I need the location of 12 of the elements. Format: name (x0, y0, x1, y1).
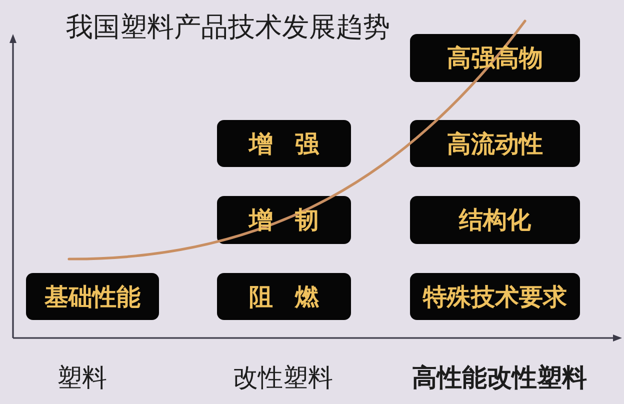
property-box: 增韧 (217, 196, 351, 244)
axis-label: 塑料 (57, 364, 107, 391)
title: 我国塑料产品技术发展趋势 (66, 13, 390, 42)
property-box: 基础性能 (26, 273, 159, 320)
property-box: 高流动性 (410, 120, 580, 167)
property-box: 结构化 (410, 196, 580, 244)
property-box: 特殊技术要求 (410, 273, 580, 320)
property-box: 高强高物 (410, 34, 580, 82)
property-box: 阻燃 (217, 273, 351, 320)
property-box: 增强 (217, 120, 351, 167)
axis-label: 改性塑料 (233, 364, 333, 391)
axis-label: 高性能改性塑料 (412, 364, 587, 391)
